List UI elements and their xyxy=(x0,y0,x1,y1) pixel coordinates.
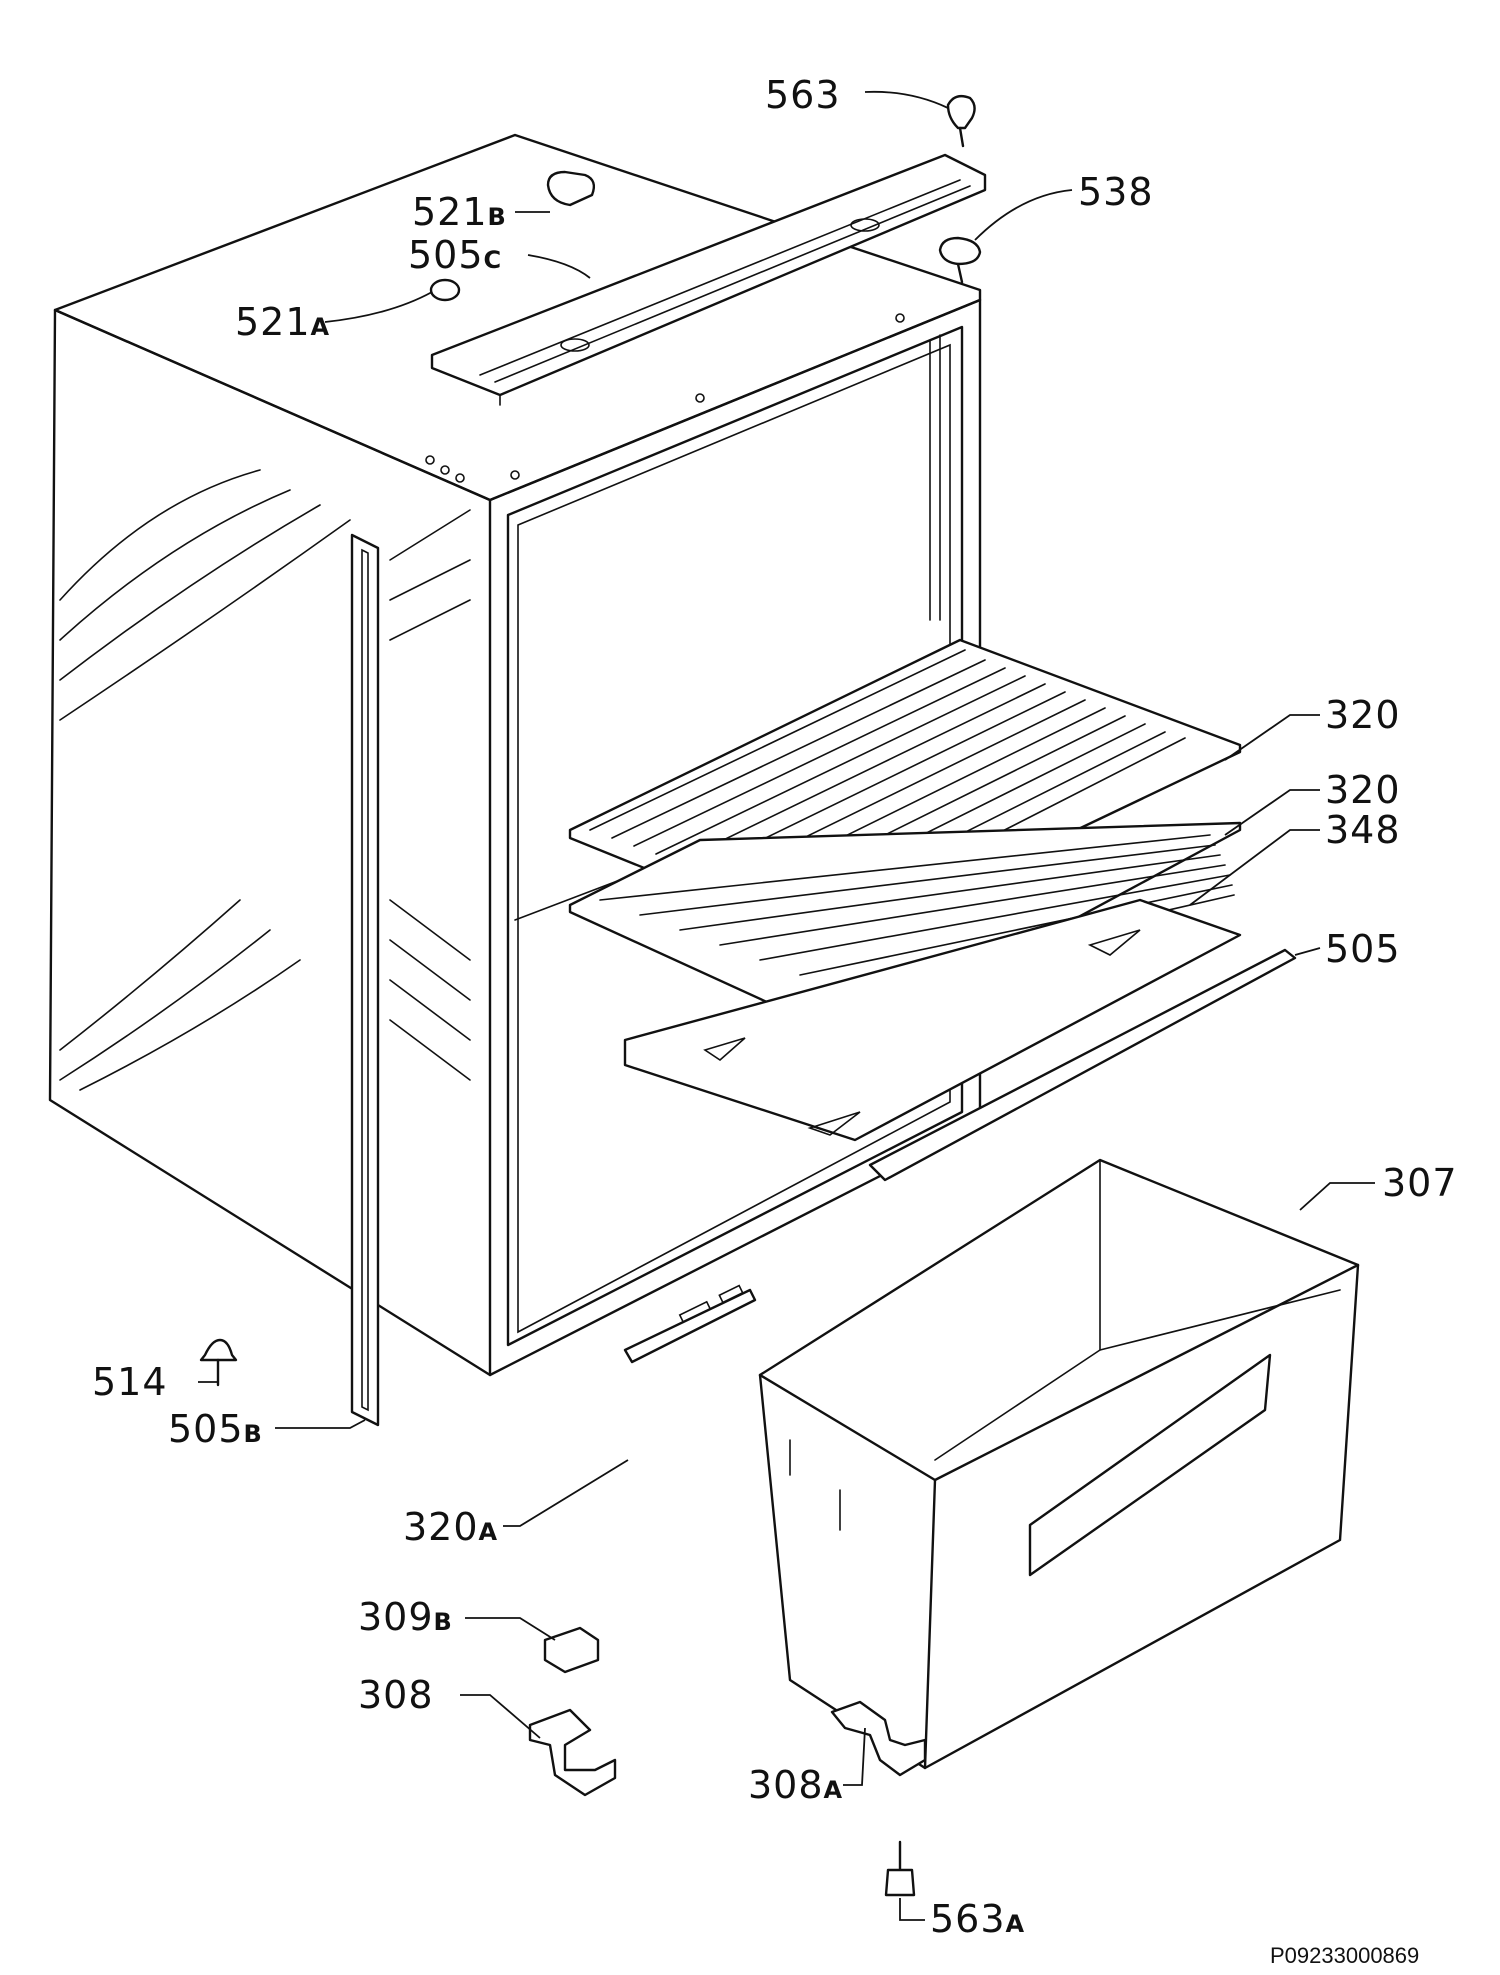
cap-521a xyxy=(429,278,461,302)
drawer-rail-320a xyxy=(623,1284,757,1364)
callout-521b: 521B xyxy=(412,190,507,234)
callout-563: 563 xyxy=(765,73,841,117)
callout-505b: 505B xyxy=(168,1407,263,1451)
callout-538: 538 xyxy=(1078,170,1154,214)
callout-307: 307 xyxy=(1382,1161,1458,1205)
hinge-screw-563a xyxy=(884,1840,916,1897)
callout-521a: 521A xyxy=(235,300,330,344)
callout-348: 348 xyxy=(1325,808,1401,852)
callout-309b: 309B xyxy=(358,1595,453,1639)
refrigerator-cabinet xyxy=(48,133,982,1427)
callout-563a: 563A xyxy=(930,1897,1025,1941)
hinge-pin-538 xyxy=(938,236,982,284)
screw-563 xyxy=(946,94,976,148)
foot-514 xyxy=(199,1338,238,1387)
callout-labels: 563 538 521B 505C 521A 320 320 348 505 3… xyxy=(92,73,1458,1941)
trim-strip-505 xyxy=(868,948,1297,1182)
callout-308: 308 xyxy=(358,1673,434,1717)
drawing-code: P09233000869 xyxy=(1270,1943,1419,1968)
callout-505c: 505C xyxy=(408,233,502,277)
side-shading xyxy=(59,469,471,1091)
callout-514: 514 xyxy=(92,1360,168,1404)
callout-320-upper: 320 xyxy=(1325,693,1401,737)
hinge-308 xyxy=(528,1708,617,1797)
callout-505: 505 xyxy=(1325,927,1401,971)
crisper-drawer-307 xyxy=(758,1158,1360,1770)
top-strip-505c xyxy=(430,153,987,406)
leader-lines xyxy=(198,90,1375,1921)
callout-320a: 320A xyxy=(403,1505,498,1549)
glass-shelf-348 xyxy=(623,898,1242,1142)
callout-320-lower: 320 xyxy=(1325,768,1401,812)
hinge-cover-309b xyxy=(543,1626,600,1674)
callout-308a: 308A xyxy=(748,1763,843,1807)
hinge-308a xyxy=(830,1700,927,1777)
cap-521b xyxy=(546,170,596,207)
